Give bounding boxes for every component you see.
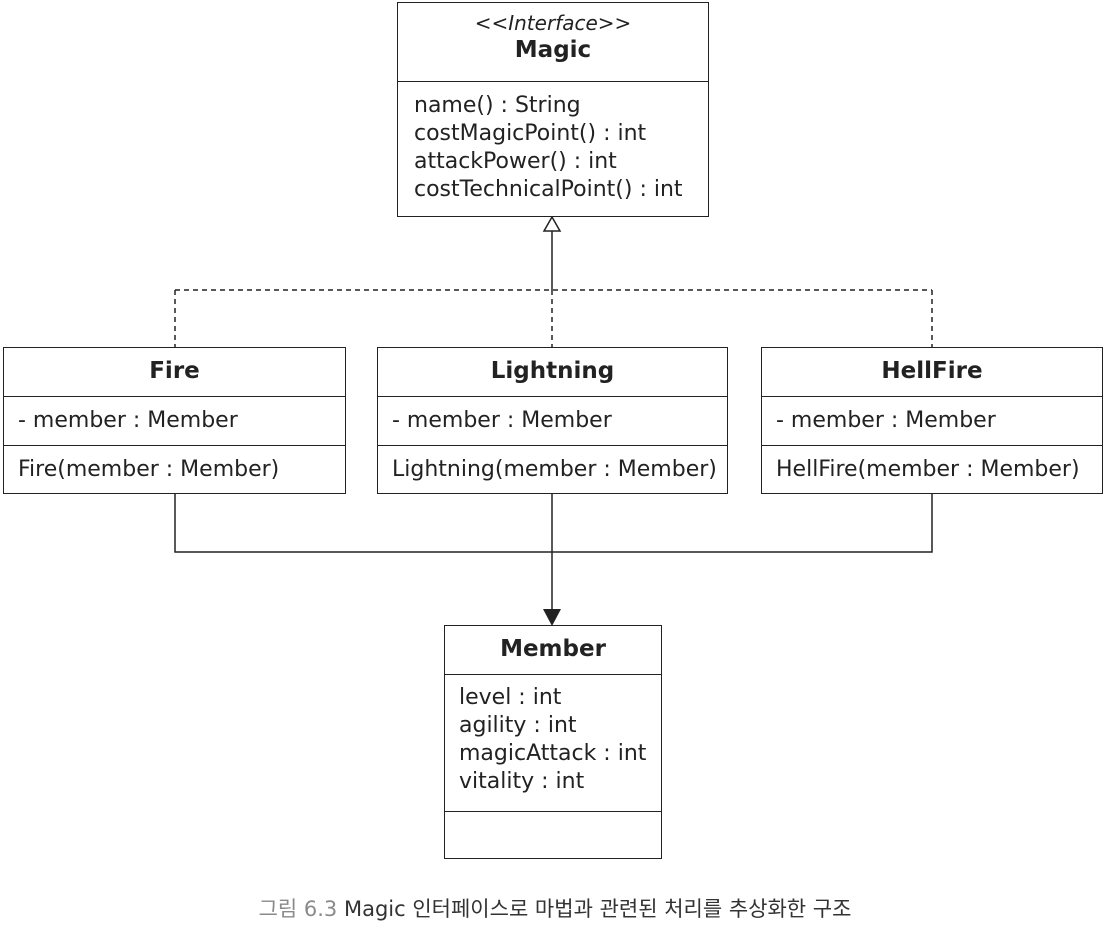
lightning-class-name: Lightning <box>490 358 615 384</box>
member-operations <box>445 811 661 858</box>
hellfire-operations: HellFire(member : Member) <box>762 445 1102 484</box>
magic-header: <<Interface>> Magic <box>398 11 708 63</box>
method-attack-power: attackPower() : int <box>414 149 617 174</box>
association-lines <box>174 494 933 610</box>
realization-lines <box>174 289 933 347</box>
hellfire-attributes: - member : Member <box>762 396 1102 445</box>
member-attributes: level : int agility : int magicAttack : … <box>445 674 661 811</box>
member-class-box: Member level : int agility : int magicAt… <box>444 625 662 859</box>
fire-class-box: Fire - member : Member Fire(member : Mem… <box>3 347 346 494</box>
member-attribute-agility: agility : int <box>459 713 577 738</box>
method-cost-magic-point: costMagicPoint() : int <box>414 121 647 146</box>
lightning-attributes: - member : Member <box>378 396 727 445</box>
fire-attributes: - member : Member <box>4 396 345 445</box>
association-line-fire-hellfire <box>174 494 933 553</box>
hellfire-attribute-member: - member : Member <box>776 408 996 433</box>
figure-caption: 그림 6.3 Magic 인터페이스로 마법과 관련된 처리를 추상화한 구조 <box>0 893 1110 923</box>
interface-stereotype: <<Interface>> <box>474 11 632 35</box>
magic-methods: name() : String costMagicPoint() : int a… <box>398 81 708 204</box>
realization-arrowhead <box>542 215 562 232</box>
lightning-operations: Lightning(member : Member) <box>378 445 727 484</box>
method-name: name() : String <box>414 93 581 118</box>
member-attribute-magic-attack: magicAttack : int <box>459 741 647 766</box>
fire-class-name: Fire <box>149 358 200 384</box>
hellfire-class-name: HellFire <box>881 358 983 384</box>
fire-attribute-member: - member : Member <box>18 408 238 433</box>
figure-number: 그림 6.3 <box>258 897 338 921</box>
member-attribute-vitality: vitality : int <box>459 769 585 794</box>
lightning-constructor: Lightning(member : Member) <box>392 457 717 482</box>
magic-class-name: Magic <box>514 37 592 63</box>
association-arrowhead <box>543 609 561 626</box>
member-class-name: Member <box>500 636 606 662</box>
fire-operations: Fire(member : Member) <box>4 445 345 484</box>
lightning-class-box: Lightning - member : Member Lightning(me… <box>377 347 728 494</box>
magic-interface-box: <<Interface>> Magic name() : String cost… <box>397 2 709 217</box>
hellfire-class-box: HellFire - member : Member HellFire(memb… <box>761 347 1103 494</box>
fire-constructor: Fire(member : Member) <box>18 457 280 482</box>
lightning-attribute-member: - member : Member <box>392 408 612 433</box>
figure-caption-text: Magic 인터페이스로 마법과 관련된 처리를 추상화한 구조 <box>343 897 852 921</box>
hellfire-constructor: HellFire(member : Member) <box>776 457 1080 482</box>
method-cost-technical-point: costTechnicalPoint() : int <box>414 177 683 202</box>
member-attribute-level: level : int <box>459 685 562 710</box>
